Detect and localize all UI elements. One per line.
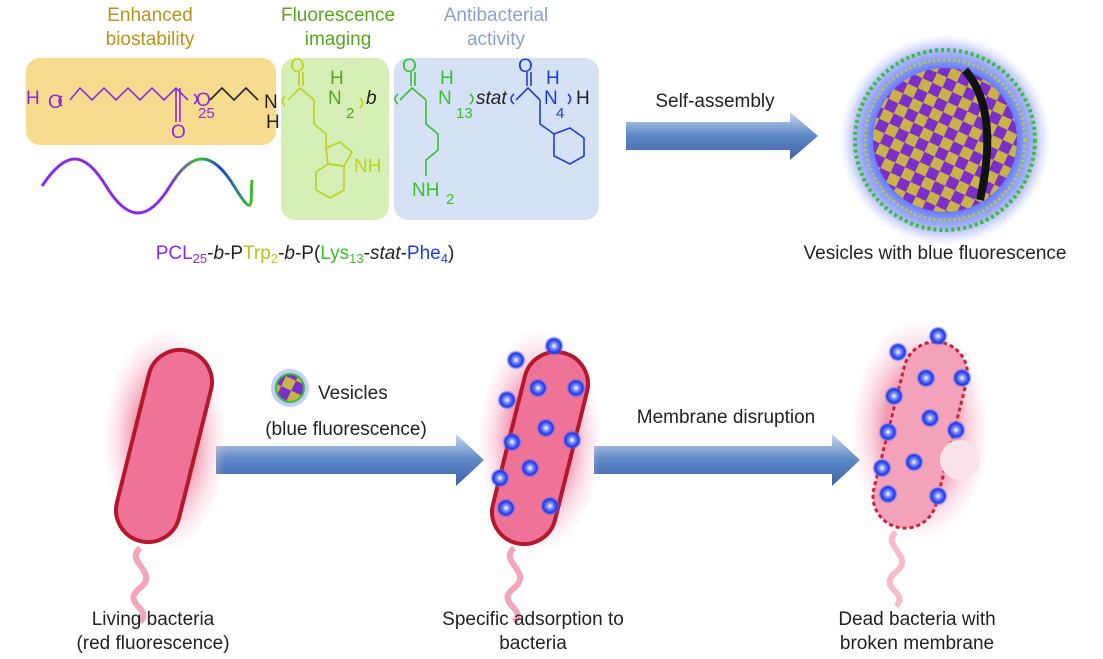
self-assembly-label: Self-assembly bbox=[655, 91, 775, 112]
lys-nh2: NH bbox=[412, 180, 439, 201]
trp-n: N bbox=[328, 88, 342, 109]
antibacterial-label: Antibacterial activity bbox=[416, 4, 576, 52]
h-left: H bbox=[26, 88, 40, 109]
adsorption-caption-line1: Specific adsorption to bbox=[442, 609, 624, 630]
adsorbed-vesicles bbox=[490, 336, 586, 518]
polymer-phe-n: 4 bbox=[440, 251, 448, 266]
lys-o: O bbox=[402, 56, 417, 77]
dead-caption: Dead bacteria with broken membrane bbox=[812, 608, 1022, 656]
membrane-disruption-label: Membrane disruption bbox=[636, 407, 816, 428]
vesicle-large bbox=[839, 34, 1051, 246]
lys-n: N bbox=[438, 88, 452, 109]
stat-link: stat bbox=[476, 88, 507, 109]
polymer-dash6: - bbox=[400, 243, 407, 264]
living-bacterium bbox=[103, 328, 227, 625]
phe-backbone bbox=[510, 72, 585, 165]
antibacterial-region bbox=[394, 58, 599, 220]
o-carbonyl: O bbox=[171, 122, 186, 143]
nh-amide-h: H bbox=[266, 112, 280, 133]
polymer-pcl-n: 25 bbox=[192, 251, 208, 266]
trp-backbone bbox=[281, 72, 364, 199]
phe-o: O bbox=[518, 56, 533, 77]
phe-h: H bbox=[546, 68, 560, 89]
polymer-dash5: - bbox=[363, 243, 370, 264]
adsorption-caption: Specific adsorption to bacteria bbox=[420, 608, 646, 656]
polymer-dash2: -P bbox=[224, 243, 244, 264]
disruption-arrow bbox=[594, 434, 860, 486]
pcl-repeat: 25 bbox=[198, 105, 215, 122]
vesicles-label: Vesicles bbox=[318, 383, 388, 404]
lys-nh2-sub: 2 bbox=[446, 191, 454, 208]
phe-n: N bbox=[544, 88, 558, 109]
adsorption-caption-line2: bacteria bbox=[499, 633, 567, 654]
blue-fluorescence-label: (blue fluorescence) bbox=[265, 419, 427, 440]
polymer-stat: stat bbox=[369, 243, 401, 264]
polymer-close: ) bbox=[447, 243, 455, 264]
living-caption-line2: (red fluorescence) bbox=[76, 633, 230, 654]
vesicle-arrow bbox=[216, 434, 484, 486]
vesicle-small-icon bbox=[271, 369, 309, 407]
pcl-chain bbox=[58, 86, 198, 122]
phe-repeat: 4 bbox=[556, 105, 564, 122]
trp-repeat: 2 bbox=[346, 105, 354, 122]
lys-h: H bbox=[440, 68, 454, 89]
trp-h: H bbox=[330, 68, 344, 89]
fluorescence-label: Fluorescence imaging bbox=[258, 4, 418, 52]
vesicle-caption: Vesicles with blue fluorescence bbox=[803, 243, 1067, 264]
h-right: H bbox=[576, 88, 590, 109]
dead-caption-line1: Dead bacteria with bbox=[838, 609, 996, 630]
pcl-linker bbox=[209, 86, 259, 102]
polymer-dash3: - bbox=[278, 243, 285, 264]
polymer-lys: Lys bbox=[320, 243, 350, 264]
polymer-dash4: -P( bbox=[294, 243, 321, 264]
antibacterial-label-line1: Antibacterial bbox=[443, 5, 549, 26]
biostability-label-line2: biostability bbox=[105, 29, 195, 50]
dead-caption-line2: broken membrane bbox=[839, 633, 995, 654]
fluorescence-label-line2: imaging bbox=[304, 29, 372, 50]
biostability-label: Enhanced biostability bbox=[70, 4, 230, 52]
dead-vesicles bbox=[872, 326, 972, 506]
polymer-trp: Trp bbox=[243, 243, 271, 264]
biostability-region bbox=[26, 58, 276, 145]
fluorescence-label-line1: Fluorescence bbox=[280, 5, 396, 26]
lys-backbone bbox=[394, 72, 474, 176]
polymer-phe: Phe bbox=[406, 243, 441, 264]
o-ester: O bbox=[196, 90, 211, 111]
polymer-lys-n: 13 bbox=[349, 251, 364, 266]
nh-amide-n: N bbox=[264, 92, 278, 113]
antibacterial-label-line2: activity bbox=[466, 29, 526, 50]
polymer-name: PCL25-b-PTrp2-b-P(Lys13-stat-Phe4) bbox=[100, 242, 510, 271]
indole-nh: NH bbox=[354, 156, 381, 177]
polymer-dash1: - bbox=[207, 243, 214, 264]
polymer-b2: b bbox=[284, 243, 295, 264]
trp-o: O bbox=[290, 56, 305, 77]
polymer-trp-n: 2 bbox=[270, 251, 279, 266]
living-caption: Living bacteria (red fluorescence) bbox=[50, 608, 256, 656]
self-assembly-arrow bbox=[626, 112, 818, 160]
b-link: b bbox=[366, 88, 377, 109]
lys-repeat: 13 bbox=[456, 105, 473, 122]
o-left: O bbox=[48, 92, 63, 113]
biostability-label-line1: Enhanced bbox=[107, 5, 193, 26]
polymer-pcl: PCL bbox=[155, 243, 193, 264]
living-caption-line1: Living bacteria bbox=[91, 609, 215, 630]
copolymer-wave bbox=[40, 157, 254, 215]
polymer-b1: b bbox=[213, 243, 225, 264]
